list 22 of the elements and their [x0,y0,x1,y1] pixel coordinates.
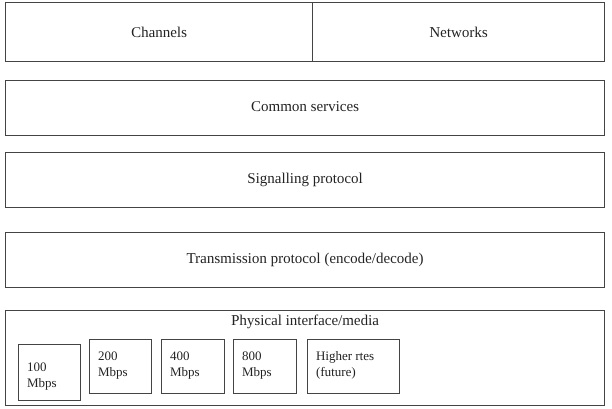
rate-box [89,339,152,394]
layer-box [5,80,605,136]
rate-label: 200 Mbps [98,348,129,380]
layer-box [313,2,605,62]
rate-label: 400 Mbps [170,348,201,380]
rate-label: 800 Mbps [242,348,273,380]
rate-box [161,339,225,394]
layer-label: Networks [428,25,489,42]
layer-label: Physical interface/media [230,313,380,330]
rate-box [233,339,297,394]
layer-label: Common services [250,99,360,116]
layer-box [5,152,605,208]
rate-box [18,344,81,401]
layer-label: Transmission protocol (encode/decode) [186,251,424,268]
layer-label: Channels [130,25,188,42]
rate-box [307,339,400,394]
layer-box [5,310,605,406]
layer-box [5,2,313,62]
rate-label: Higher rtes (future) [316,348,376,380]
rate-label: 100 Mbps [27,359,58,391]
layer-box [5,232,605,288]
layer-label: Signalling protocol [246,171,364,188]
